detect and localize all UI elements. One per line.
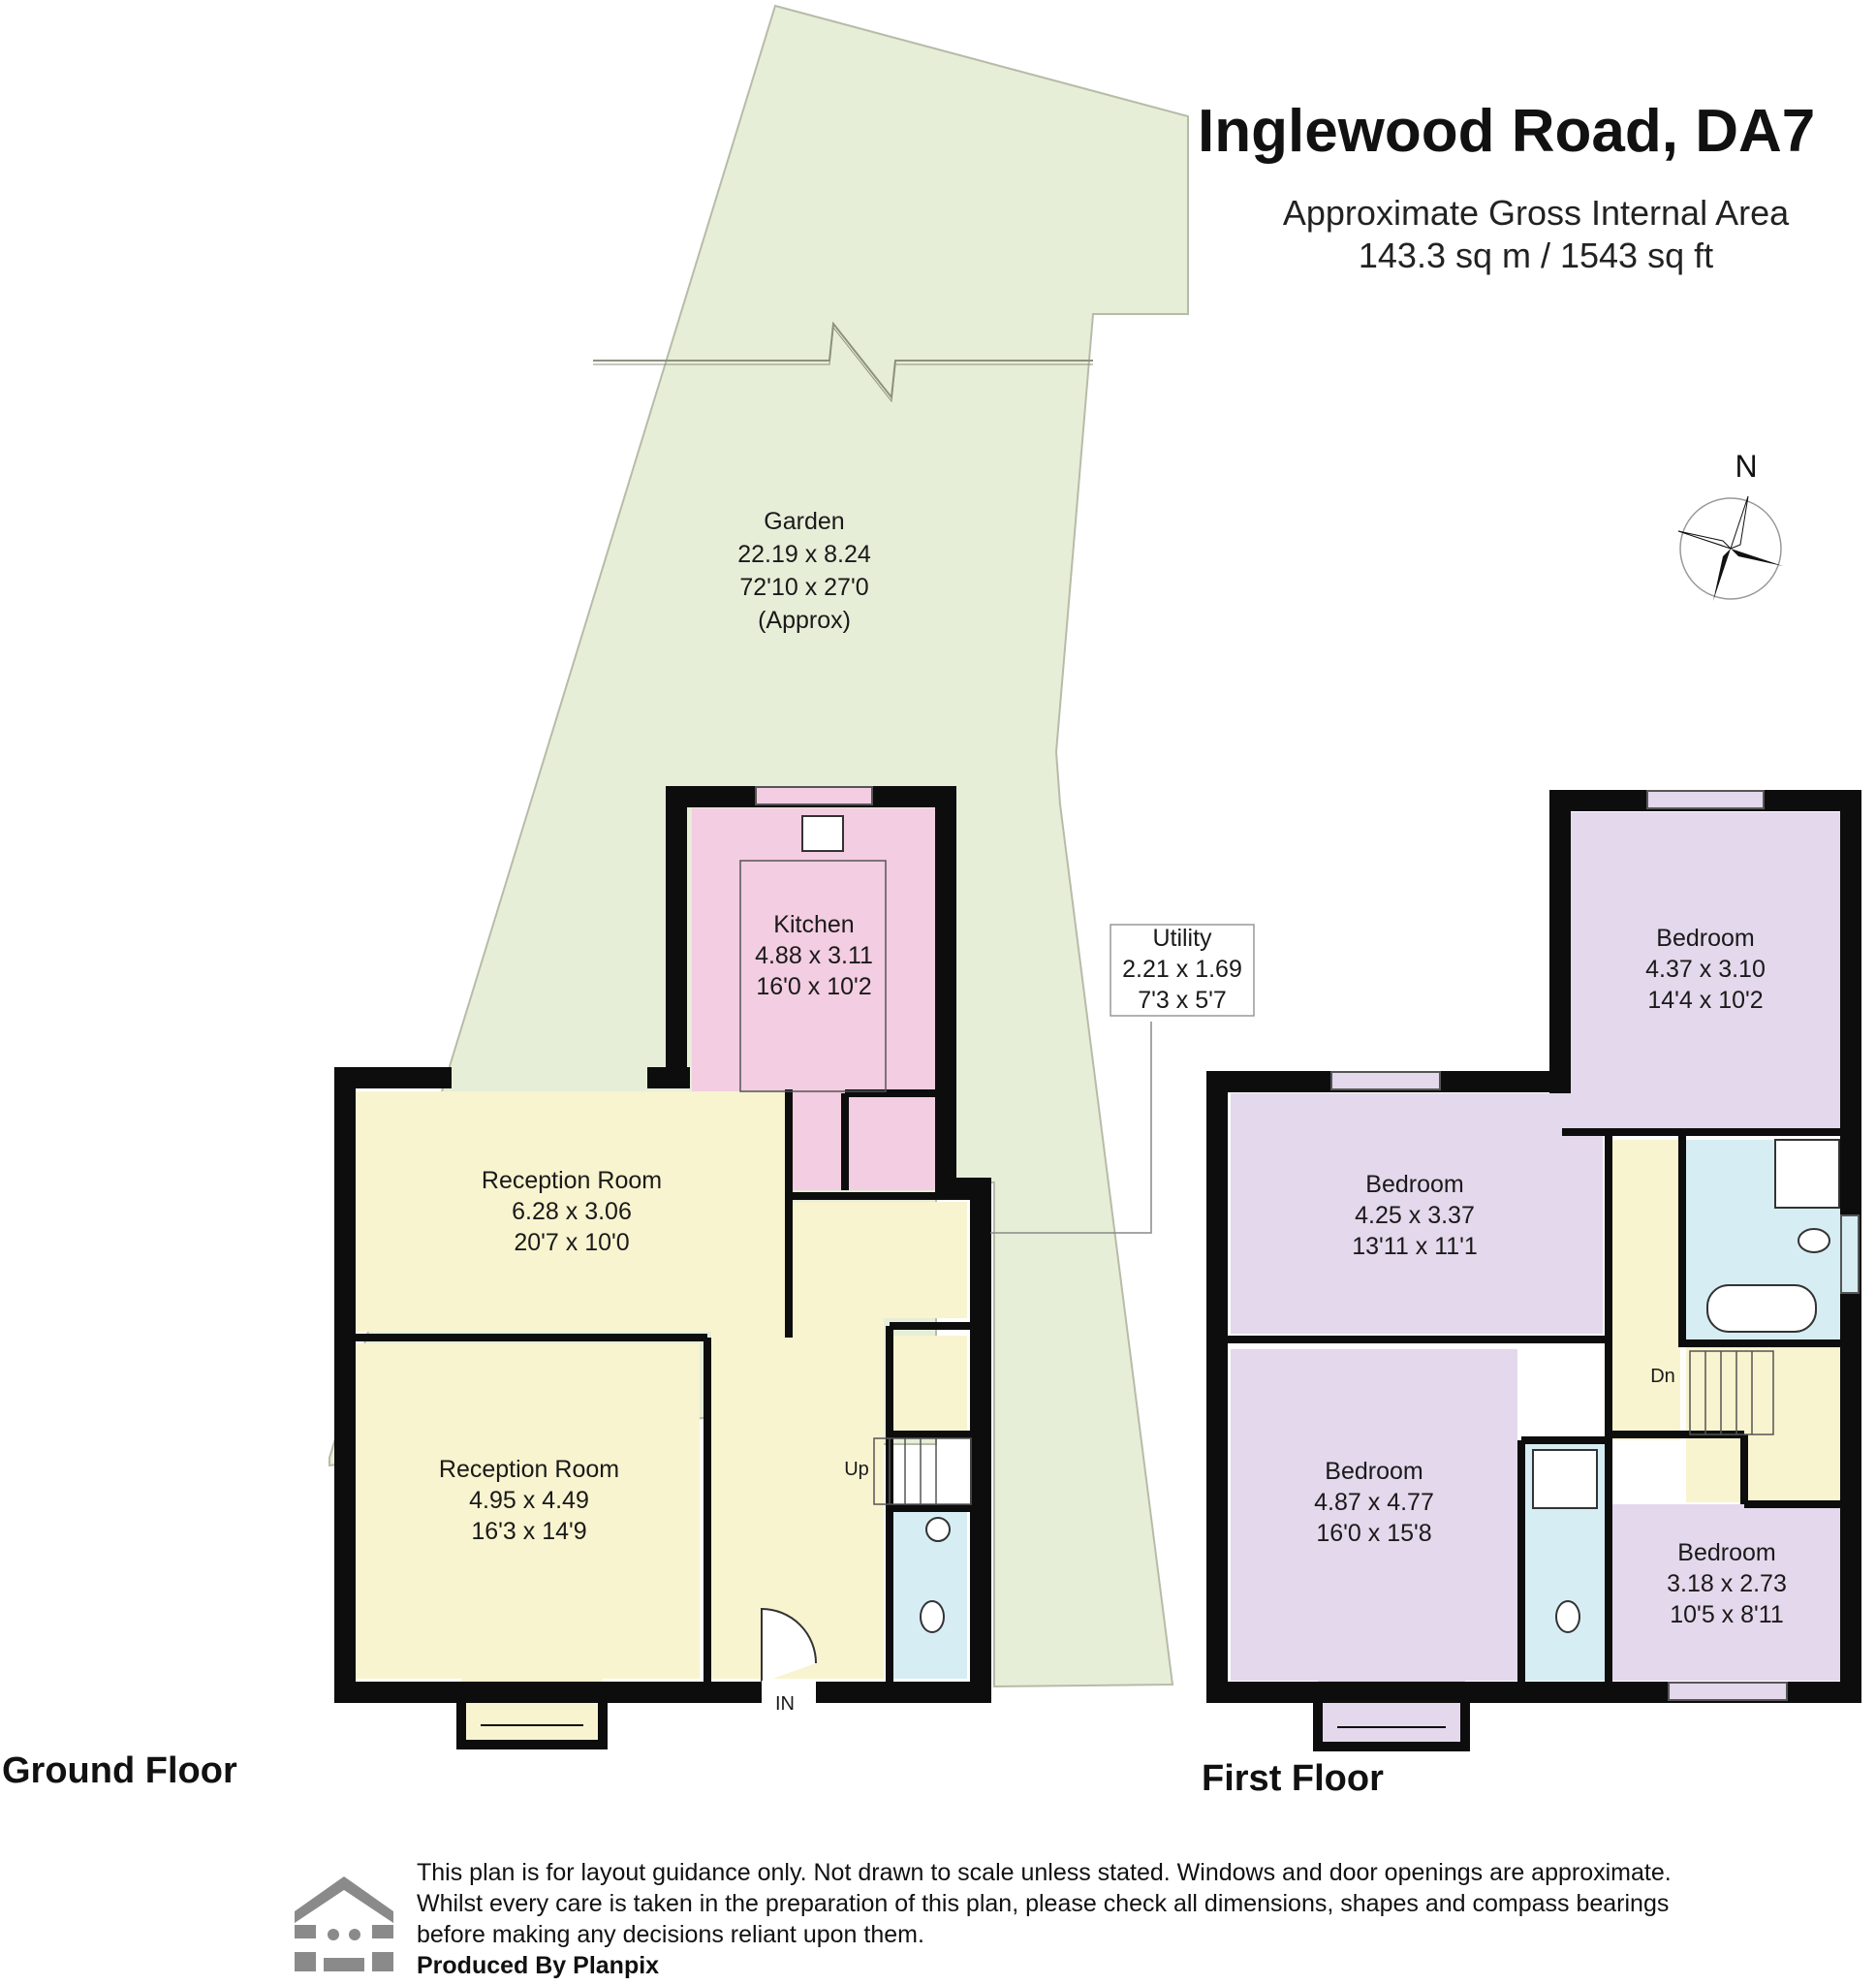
bedroom-3-imperial: 16'0 x 15'8 bbox=[1316, 1520, 1431, 1547]
bedroom-4-imperial: 10'5 x 8'11 bbox=[1670, 1601, 1784, 1628]
entrance-label: IN bbox=[775, 1693, 795, 1715]
reception-2-metric: 4.95 x 4.49 bbox=[469, 1487, 589, 1514]
garden-name: Garden bbox=[764, 508, 844, 535]
bedroom-1-metric: 4.37 x 3.10 bbox=[1645, 956, 1766, 983]
garden-divider-inner bbox=[593, 326, 1093, 403]
front-door bbox=[761, 1607, 817, 1683]
page-title: Inglewood Road, DA7 bbox=[1198, 98, 1816, 165]
bedroom-3-fill bbox=[1231, 1349, 1517, 1681]
garden-imperial: 72'10 x 27'0 bbox=[739, 574, 868, 601]
entrance-gap bbox=[762, 1681, 816, 1704]
bay-window bbox=[456, 1683, 608, 1749]
kitchen-window bbox=[755, 786, 873, 805]
kitchen-sink bbox=[801, 815, 844, 852]
bedroom-2-imperial: 13'11 x 11'1 bbox=[1352, 1233, 1478, 1260]
first-floor-walls bbox=[1206, 790, 1861, 1703]
bedroom-4-fill bbox=[1610, 1504, 1841, 1681]
producer-credit: Produced By Planpix bbox=[417, 1952, 660, 1979]
first-floor-partitions bbox=[1227, 1128, 1847, 1683]
bedroom-4-window bbox=[1668, 1682, 1788, 1701]
reception-1-name: Reception Room bbox=[482, 1167, 662, 1194]
utility-imperial: 7'3 x 5'7 bbox=[1138, 987, 1227, 1014]
stairs-down-label: Dn bbox=[1650, 1366, 1675, 1387]
utility-name: Utility bbox=[1152, 925, 1212, 952]
area-value: 143.3 sq m / 1543 sq ft bbox=[1358, 236, 1714, 275]
garden-note: (Approx) bbox=[758, 607, 851, 634]
shower-tray bbox=[1774, 1139, 1840, 1209]
bathroom-window bbox=[1840, 1214, 1860, 1294]
garden-metric: 22.19 x 8.24 bbox=[737, 541, 871, 568]
ground-floor-label: Ground Floor bbox=[2, 1750, 237, 1791]
ensuite-shower bbox=[1532, 1449, 1598, 1509]
cupboard-fill bbox=[893, 1336, 967, 1433]
reception-2-name: Reception Room bbox=[439, 1456, 619, 1483]
stairs-up-label: Up bbox=[844, 1459, 869, 1480]
area-label: Approximate Gross Internal Area bbox=[1282, 193, 1790, 233]
bedroom-3-metric: 4.87 x 4.77 bbox=[1314, 1489, 1434, 1516]
planpix-logo-icon bbox=[295, 1876, 393, 1971]
first-floor-label: First Floor bbox=[1202, 1758, 1384, 1799]
bath-tub bbox=[1706, 1284, 1817, 1333]
landing-fill bbox=[1612, 1140, 1680, 1440]
bedroom-1-fill bbox=[1570, 812, 1841, 1128]
garden-divider bbox=[593, 321, 1093, 400]
utility-label-box bbox=[1110, 924, 1255, 1017]
bedroom-2-window bbox=[1330, 1071, 1441, 1090]
bedroom-1-name: Bedroom bbox=[1656, 925, 1754, 952]
disclaimer-text: This plan is for layout guidance only. N… bbox=[417, 1859, 1672, 1948]
gross-internal-area: Approximate Gross Internal Area 143.3 sq… bbox=[1202, 192, 1870, 277]
bedroom-2-metric: 4.25 x 3.37 bbox=[1355, 1202, 1475, 1229]
utility-leader-line bbox=[990, 1022, 1152, 1234]
reception-room-2-fill bbox=[355, 1343, 700, 1679]
disclaimer: This plan is for layout guidance only. N… bbox=[417, 1857, 1676, 1981]
bathroom-toilet bbox=[1798, 1228, 1830, 1253]
kitchen-imperial: 16'0 x 10'2 bbox=[756, 973, 871, 1000]
bedroom-1-window bbox=[1646, 790, 1765, 809]
first-stairs bbox=[1689, 1350, 1774, 1435]
ground-wc-basin bbox=[925, 1517, 951, 1542]
reception-1-metric: 6.28 x 3.06 bbox=[512, 1198, 632, 1225]
ensuite-toilet bbox=[1555, 1600, 1580, 1633]
bedroom-4-metric: 3.18 x 2.73 bbox=[1667, 1570, 1787, 1597]
ground-wc-fill bbox=[893, 1512, 967, 1679]
compass-icon: N bbox=[1677, 449, 1783, 601]
reception-2-imperial: 16'3 x 14'9 bbox=[471, 1518, 586, 1545]
bedroom-2-name: Bedroom bbox=[1365, 1171, 1463, 1198]
kitchen-worktop bbox=[739, 860, 887, 1092]
reception-1-imperial: 20'7 x 10'0 bbox=[514, 1229, 629, 1256]
bedroom-2-fill bbox=[1231, 1093, 1603, 1334]
compass-north-label: N bbox=[1735, 449, 1757, 484]
utility-fill bbox=[795, 1202, 967, 1318]
kitchen-name: Kitchen bbox=[773, 911, 854, 938]
ground-stairs bbox=[873, 1437, 972, 1505]
bedroom-3-bay-window bbox=[1313, 1683, 1470, 1751]
stair-landing-fill bbox=[1686, 1347, 1841, 1502]
bedroom-4-name: Bedroom bbox=[1677, 1539, 1775, 1566]
kitchen-metric: 4.88 x 3.11 bbox=[755, 942, 873, 969]
bedroom-3-name: Bedroom bbox=[1325, 1458, 1423, 1485]
utility-metric: 2.21 x 1.69 bbox=[1122, 956, 1242, 983]
ground-wc-toilet bbox=[920, 1600, 945, 1633]
bedroom-1-imperial: 14'4 x 10'2 bbox=[1647, 987, 1763, 1014]
